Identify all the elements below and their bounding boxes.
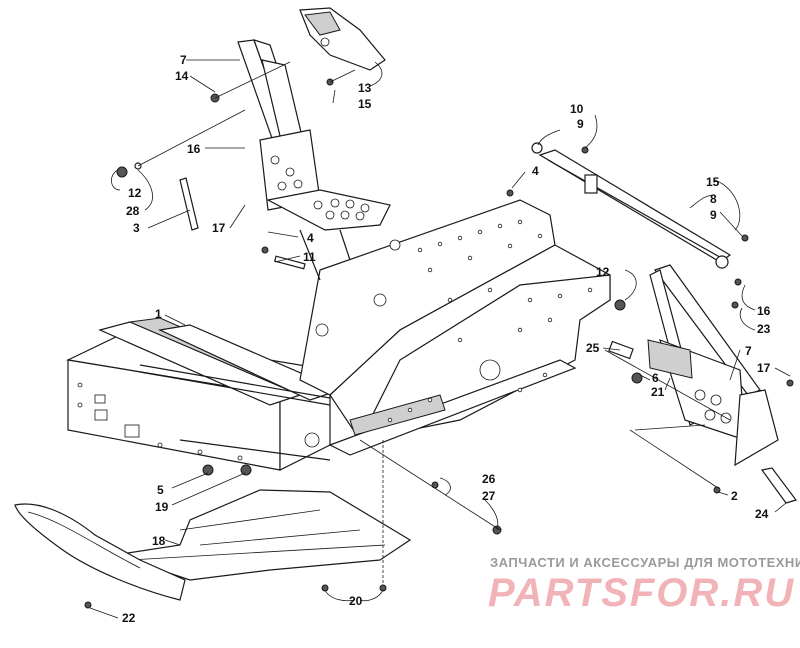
callouts: 1 2 3 4 4 5 6 7 7 8 9 9 10 11 12 12 13 1… <box>122 53 771 625</box>
callout-13: 13 <box>358 81 372 95</box>
callout-15-top: 15 <box>358 97 372 111</box>
callout-22: 22 <box>122 611 136 625</box>
callout-11: 11 <box>303 250 316 264</box>
callout-17-left: 17 <box>212 221 226 235</box>
steering-shaft <box>531 142 732 269</box>
callout-17-right: 17 <box>757 361 771 375</box>
belly-pan <box>114 489 412 581</box>
watermark-brand: PARTSFOR.RU <box>488 571 795 615</box>
callout-4-left: 4 <box>307 231 314 245</box>
assembly-lines <box>137 61 731 585</box>
callout-16-right: 16 <box>757 304 771 318</box>
callout-2: 2 <box>731 489 738 503</box>
watermark-tagline: ЗАПЧАСТИ И АКСЕССУАРЫ ДЛЯ МОТОТЕХНИКИ <box>490 555 800 570</box>
callout-10: 10 <box>570 102 584 116</box>
callout-20: 20 <box>349 594 363 608</box>
callout-24: 24 <box>755 507 769 521</box>
tunnel-rivets <box>387 219 593 423</box>
callout-9-top: 9 <box>577 117 584 131</box>
callout-1: 1 <box>155 307 162 321</box>
hardware <box>84 78 794 609</box>
bracket-part-13 <box>299 7 386 71</box>
side-plate-right <box>647 264 797 504</box>
callout-28: 28 <box>126 204 140 218</box>
callout-7-right: 7 <box>745 344 752 358</box>
callout-21: 21 <box>651 385 665 399</box>
callout-9-right: 9 <box>710 208 717 222</box>
callout-14: 14 <box>175 69 189 83</box>
callout-4-right: 4 <box>532 164 539 178</box>
callout-23: 23 <box>757 322 771 336</box>
callout-12-left: 12 <box>128 186 142 200</box>
callout-12-right: 12 <box>596 265 610 279</box>
callout-25: 25 <box>586 341 600 355</box>
callout-6: 6 <box>652 371 659 385</box>
callout-5: 5 <box>157 483 164 497</box>
callout-19: 19 <box>155 500 169 514</box>
watermark: ЗАПЧАСТИ И АКСЕССУАРЫ ДЛЯ МОТОТЕХНИКИ PA… <box>488 555 800 615</box>
steering-support <box>179 39 391 281</box>
chassis-frame <box>66 199 611 471</box>
callout-16-left: 16 <box>187 142 201 156</box>
front-skid-plate <box>14 503 186 601</box>
callout-3: 3 <box>133 221 140 235</box>
callout-8: 8 <box>710 192 717 206</box>
leader-lines <box>89 59 791 619</box>
callout-27: 27 <box>482 489 496 503</box>
callout-7-left: 7 <box>180 53 187 67</box>
callout-15-right: 15 <box>706 175 720 189</box>
callout-26: 26 <box>482 472 496 486</box>
callout-18: 18 <box>152 534 166 548</box>
